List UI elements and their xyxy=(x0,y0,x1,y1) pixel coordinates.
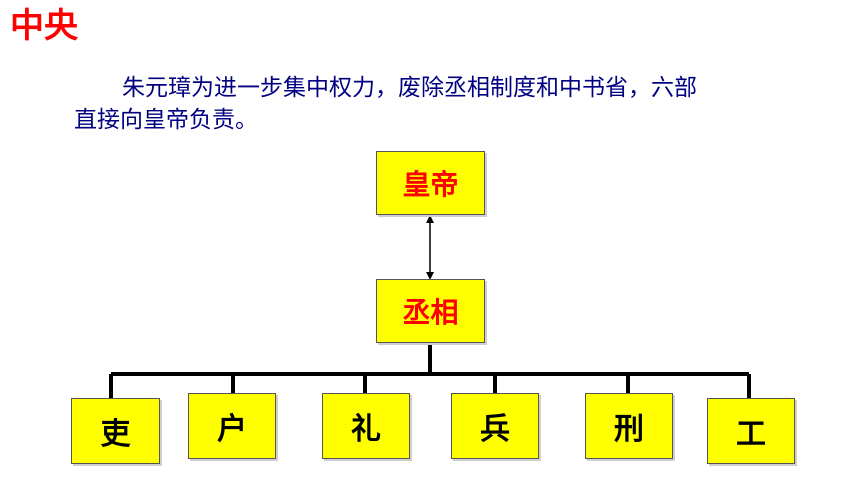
description-line-1: 朱元璋为进一步集中权力，废除丞相制度和中书省，六部 xyxy=(122,75,697,101)
ministry-box-li: 吏 xyxy=(71,398,160,464)
emperor-box: 皇帝 xyxy=(376,151,485,215)
ministry-box-bing: 兵 xyxy=(451,393,539,459)
description-paragraph: 朱元璋为进一步集中权力，废除丞相制度和中书省，六部 直接向皇帝负责。 xyxy=(74,72,804,136)
ministry-box-li-rites: 礼 xyxy=(322,393,410,459)
ministry-box-xing: 刑 xyxy=(585,393,673,459)
description-line-2: 直接向皇帝负责。 xyxy=(74,107,258,133)
chancellor-box: 丞相 xyxy=(376,279,485,343)
section-heading: 中央 xyxy=(10,6,78,46)
arrow-head-down xyxy=(426,272,434,280)
arrow-head-up xyxy=(426,215,434,223)
ministry-box-hu: 户 xyxy=(188,393,276,459)
ministry-box-gong: 工 xyxy=(707,398,795,464)
